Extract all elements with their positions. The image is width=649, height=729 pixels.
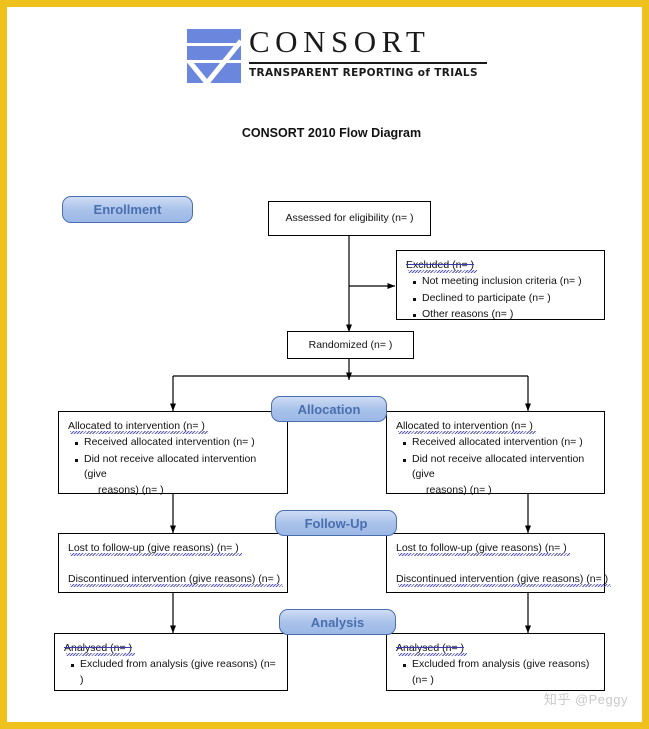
excluded-heading-text: Excluded (n= ) [406, 259, 474, 271]
box-allocated-right: Allocated to intervention (n= ) Received… [386, 411, 605, 496]
list-item: Other reasons (n= ) [413, 307, 595, 323]
analysis-right-heading: Analysed (n= ) [396, 641, 595, 656]
list-item: Excluded from analysis (give reasons) (n… [403, 657, 595, 688]
list-item: Did not receive allocated intervention (… [403, 452, 595, 499]
list-item: Excluded from analysis (give reasons) (n… [71, 657, 278, 688]
analysis-left-heading: Analysed (n= ) [64, 641, 278, 656]
list-item-line1: Did not receive allocated intervention (… [84, 452, 257, 481]
consort-logo-text: CONSORT TRANSPARENT REPORTING of TRIALS [249, 23, 489, 81]
section-label-analysis: Analysis [279, 609, 396, 635]
followup-left-line1: Lost to follow-up (give reasons) (n= ) [68, 541, 278, 556]
assessed-text: Assessed for eligibility (n= ) [285, 212, 414, 224]
followup-right-line2: Discontinued intervention (give reasons)… [396, 572, 608, 587]
list-item: Received allocated intervention (n= ) [403, 435, 595, 451]
section-label-allocation: Allocation [271, 396, 387, 422]
analysis-right-heading-text: Analysed (n= ) [396, 642, 464, 654]
list-item-line2: reasons) (n= ) [98, 483, 164, 496]
randomized-text: Randomized (n= ) [308, 339, 393, 351]
section-label-followup: Follow-Up [275, 510, 397, 536]
allocated-left-bullet-list: Received allocated intervention (n= ) Di… [68, 435, 278, 498]
page-title: CONSORT 2010 Flow Diagram [241, 126, 422, 140]
list-item-line1: Did not receive allocated intervention (… [412, 452, 585, 481]
followup-right-line1-text: Lost to follow-up (give reasons) (n= ) [396, 542, 567, 554]
analysis-right-bullet-list: Excluded from analysis (give reasons) (n… [396, 657, 595, 688]
logo-divider [249, 62, 487, 64]
box-randomized: Randomized (n= ) [287, 331, 414, 359]
list-item: Did not receive allocated intervention (… [75, 452, 278, 499]
allocated-left-heading-text: Allocated to intervention (n= ) [68, 420, 205, 432]
followup-left-line2: Discontinued intervention (give reasons)… [68, 572, 281, 587]
allocated-right-heading-text: Allocated to intervention (n= ) [396, 420, 533, 432]
allocated-left-heading: Allocated to intervention (n= ) [68, 419, 278, 434]
box-analysis-left: Analysed (n= ) Excluded from analysis (g… [54, 633, 288, 691]
consort-logo-mark [187, 29, 243, 85]
box-excluded: Excluded (n= ) Not meeting inclusion cri… [396, 250, 605, 320]
box-followup-left: Lost to follow-up (give reasons) (n= ) D… [58, 533, 288, 593]
allocated-right-bullet-list: Received allocated intervention (n= ) Di… [396, 435, 595, 498]
consort-logo: CONSORT TRANSPARENT REPORTING of TRIALS [185, 21, 487, 89]
flow-connectors [169, 235, 531, 634]
box-analysis-right: Analysed (n= ) Excluded from analysis (g… [386, 633, 605, 691]
followup-right-line2-text: Discontinued intervention (give reasons)… [396, 573, 609, 585]
analysis-left-bullet-list: Excluded from analysis (give reasons) (n… [64, 657, 278, 688]
list-item: Received allocated intervention (n= ) [75, 435, 278, 451]
box-allocated-left: Allocated to intervention (n= ) Received… [58, 411, 288, 496]
section-label-enrollment: Enrollment [62, 196, 193, 223]
followup-left-line1-text: Lost to follow-up (give reasons) (n= ) [68, 542, 239, 554]
watermark: 知乎 @Peggy [543, 692, 628, 707]
followup-left-line2-text: Discontinued intervention (give reasons)… [68, 573, 281, 585]
consort-wordmark: CONSORT [249, 24, 431, 59]
box-followup-right: Lost to follow-up (give reasons) (n= ) D… [386, 533, 608, 593]
analysis-left-heading-text: Analysed (n= ) [64, 642, 132, 654]
excluded-bullet-list: Not meeting inclusion criteria (n= ) Dec… [406, 274, 595, 323]
allocated-right-heading: Allocated to intervention (n= ) [396, 419, 595, 434]
consort-tagline: TRANSPARENT REPORTING of TRIALS [249, 67, 478, 79]
followup-right-line1: Lost to follow-up (give reasons) (n= ) [396, 541, 595, 556]
list-item: Not meeting inclusion criteria (n= ) [413, 274, 595, 290]
excluded-heading: Excluded (n= ) [406, 258, 595, 273]
list-item: Declined to participate (n= ) [413, 291, 595, 307]
box-assessed-for-eligibility: Assessed for eligibility (n= ) [268, 201, 431, 236]
list-item-line2: reasons) (n= ) [426, 483, 492, 496]
